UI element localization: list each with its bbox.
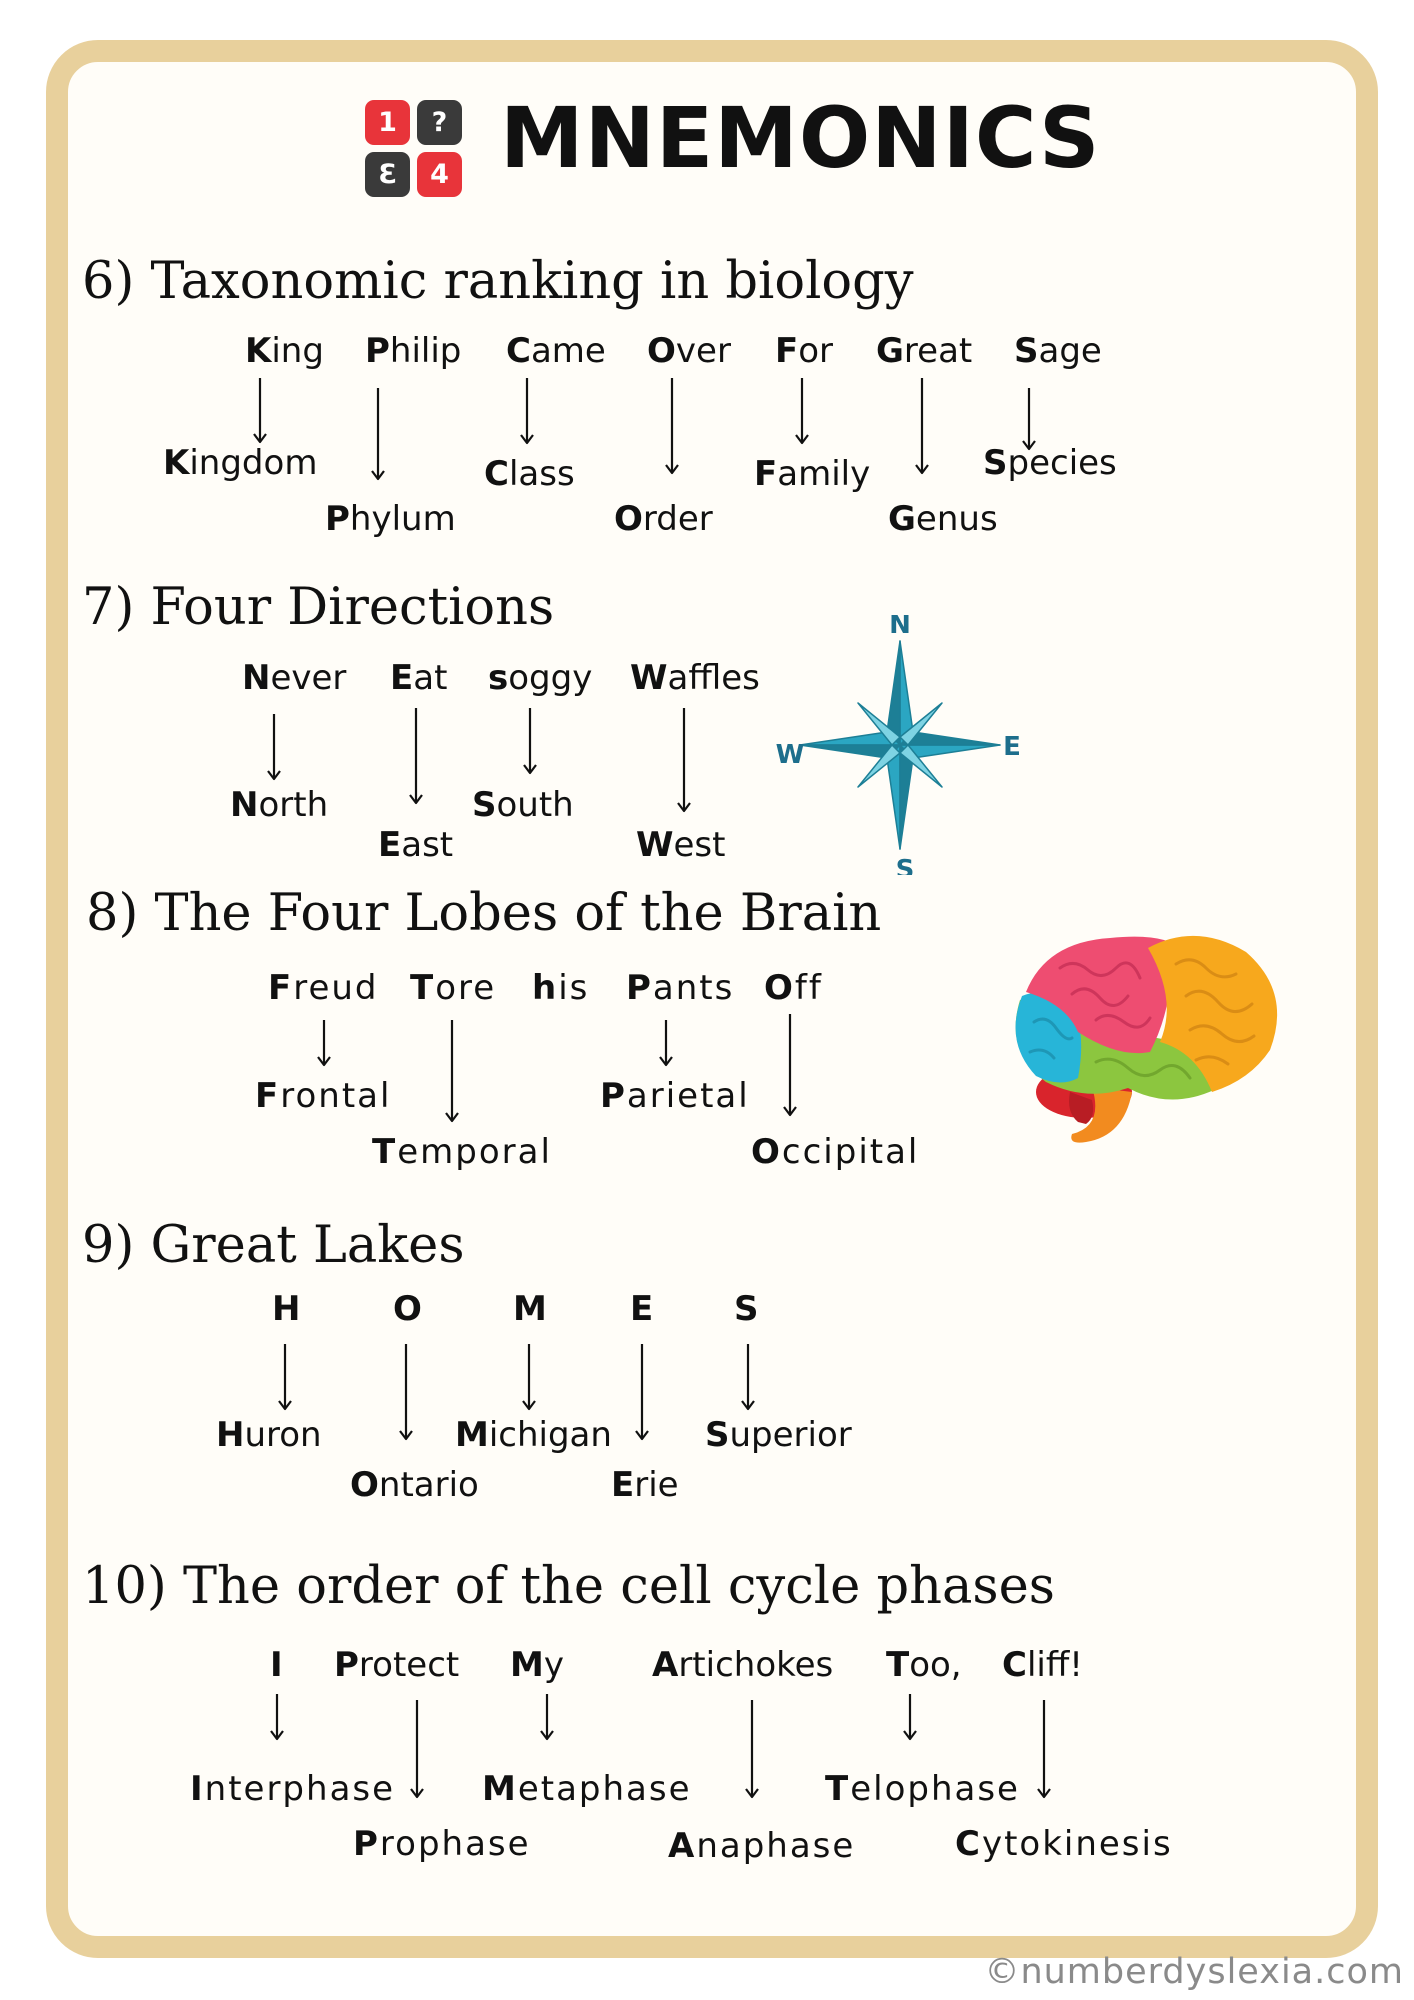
arrow-down-icon (262, 714, 286, 781)
section-heading: 9) Great Lakes (82, 1216, 465, 1275)
term-word: Telophase (825, 1769, 1020, 1809)
term-word: Parietal (600, 1076, 750, 1116)
term-word: Anaphase (668, 1826, 856, 1866)
term-word: Order (614, 499, 713, 539)
arrow-down-icon (790, 378, 814, 445)
term-word: Cytokinesis (955, 1824, 1173, 1864)
arrow-down-icon (630, 1344, 654, 1441)
mnemonic-word: Cliff! (1002, 1645, 1083, 1685)
arrow-down-icon (248, 378, 272, 444)
term-word: Species (983, 443, 1117, 483)
term-word: Phylum (325, 499, 456, 539)
compass-label-s: S (896, 855, 915, 875)
arrow-down-icon (517, 1344, 541, 1411)
mnemonic-word: O (393, 1289, 422, 1329)
section-heading: 7) Four Directions (82, 578, 555, 637)
mnemonic-word: Waffles (630, 658, 760, 698)
arrow-down-icon (404, 708, 428, 805)
logo-tile: ? (417, 100, 462, 145)
section-heading: 8) The Four Lobes of the Brain (86, 884, 882, 943)
mnemonic-word: Eat (390, 658, 448, 698)
arrow-down-icon (660, 378, 684, 475)
arrow-down-icon (394, 1344, 418, 1441)
term-word: Erie (611, 1465, 679, 1505)
mnemonic-word: I (270, 1645, 283, 1685)
mnemonic-word: Too, (886, 1645, 962, 1685)
section-heading: 10) The order of the cell cycle phases (82, 1557, 1055, 1616)
mnemonic-word: Over (647, 331, 731, 371)
mnemonic-word: For (775, 331, 834, 371)
mnemonic-word: Came (506, 331, 606, 371)
arrow-down-icon (740, 1700, 764, 1799)
mnemonic-word: Sage (1014, 331, 1102, 371)
term-word: Family (754, 454, 871, 494)
mnemonic-word: his (532, 968, 590, 1008)
term-word: South (472, 785, 574, 825)
logo-tile: 3 (365, 152, 410, 197)
logo-tile: 1 (365, 100, 410, 145)
arrow-down-icon (518, 708, 542, 775)
mnemonic-word: King (245, 331, 324, 371)
compass-label-w: W (776, 740, 805, 770)
arrow-down-icon (312, 1020, 336, 1067)
arrow-down-icon (515, 378, 539, 445)
mnemonic-word: Tore (410, 968, 497, 1008)
copyright-credit: ©numberdyslexia.com (984, 1952, 1404, 1992)
mnemonic-word: Great (876, 331, 973, 371)
mnemonic-word: Artichokes (652, 1645, 834, 1685)
term-word: Ontario (350, 1465, 479, 1505)
mnemonic-word: soggy (488, 658, 593, 698)
term-word: Temporal (372, 1132, 552, 1172)
term-word: Michigan (455, 1415, 612, 1455)
section-heading: 6) Taxonomic ranking in biology (82, 252, 914, 311)
mnemonic-word: Protect (334, 1645, 460, 1685)
page-title: MNEMONICS (500, 89, 1101, 187)
arrow-down-icon (535, 1694, 559, 1741)
arrow-down-icon (778, 1014, 802, 1117)
mnemonic-word: Pants (626, 968, 735, 1008)
term-word: Superior (705, 1415, 852, 1455)
compass-label-n: N (889, 615, 911, 640)
term-word: North (230, 785, 329, 825)
term-word: Prophase (353, 1824, 531, 1864)
arrow-down-icon (898, 1694, 922, 1741)
arrow-down-icon (1032, 1700, 1056, 1799)
logo-icon: 1 ? 3 4 (365, 100, 467, 202)
arrow-down-icon (405, 1700, 429, 1799)
logo-tile: 4 (417, 152, 462, 197)
mnemonic-word: M (513, 1289, 547, 1329)
arrow-down-icon (910, 378, 934, 475)
arrow-down-icon (672, 708, 696, 813)
term-word: Interphase (190, 1769, 396, 1809)
mnemonic-word: S (734, 1289, 759, 1329)
arrow-down-icon (265, 1694, 289, 1741)
term-word: East (378, 825, 454, 865)
term-word: Huron (216, 1415, 322, 1455)
term-word: Class (484, 454, 575, 494)
mnemonic-word: H (272, 1289, 301, 1329)
term-word: Occipital (751, 1132, 920, 1172)
arrow-down-icon (1017, 388, 1041, 451)
arrow-down-icon (440, 1020, 464, 1123)
arrow-down-icon (366, 388, 390, 481)
brain-icon (1000, 912, 1285, 1151)
term-word: Genus (888, 499, 998, 539)
mnemonic-word: My (510, 1645, 564, 1685)
compass-label-e: E (1003, 732, 1021, 762)
mnemonic-word: Never (242, 658, 347, 698)
mnemonic-word: Philip (365, 331, 462, 371)
arrow-down-icon (736, 1344, 760, 1411)
arrow-down-icon (654, 1020, 678, 1067)
term-word: West (636, 825, 726, 865)
term-word: Frontal (255, 1076, 392, 1116)
term-word: Metaphase (482, 1769, 692, 1809)
mnemonic-word: E (630, 1289, 654, 1329)
mnemonic-word: Freud (268, 968, 379, 1008)
compass-icon: N E S W (770, 610, 1030, 885)
mnemonic-word: Off (764, 968, 823, 1008)
arrow-down-icon (273, 1344, 297, 1411)
term-word: Kingdom (163, 443, 318, 483)
